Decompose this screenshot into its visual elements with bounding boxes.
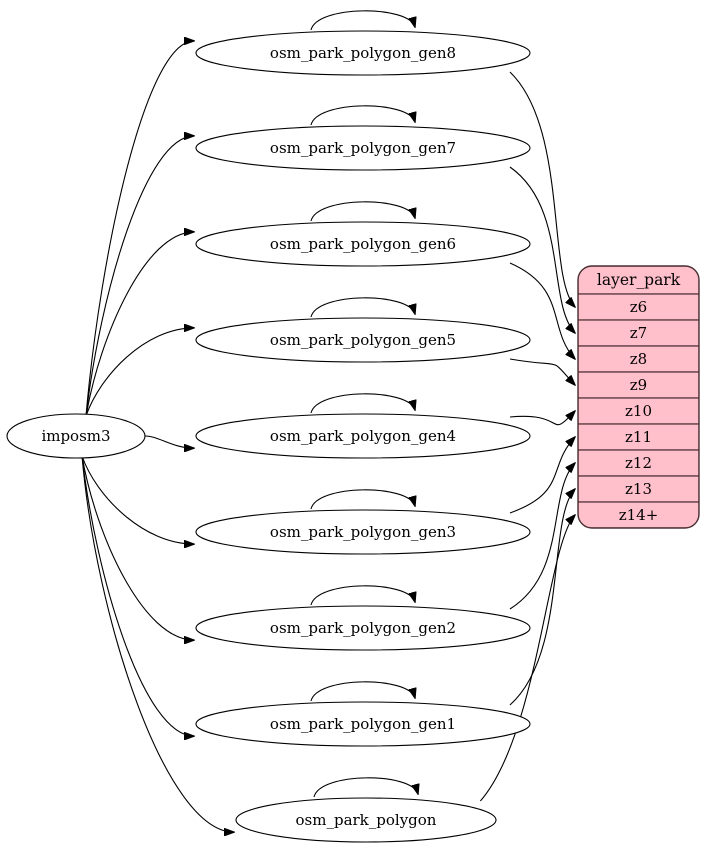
edges-from-imposm3 (81, 41, 234, 832)
node-label-gen2: osm_park_polygon_gen2 (270, 619, 456, 637)
node-gen1[interactable]: osm_park_polygon_gen1 (195, 701, 531, 747)
node-label-gen6: osm_park_polygon_gen6 (270, 235, 456, 253)
edge-imposm3-to-gen1 (81, 455, 194, 736)
node-ellipse-base (235, 797, 497, 843)
node-gen4[interactable]: osm_park_polygon_gen4 (195, 413, 531, 459)
node-imposm3[interactable]: imposm3 (6, 413, 146, 459)
table-row-z13[interactable] (578, 475, 699, 503)
table-header-label: layer_park (597, 271, 681, 289)
self-loop-gen2 (310, 585, 415, 606)
node-gen2[interactable]: osm_park_polygon_gen2 (195, 605, 531, 651)
self-loop-gen1 (310, 681, 415, 702)
node-ellipse-gen2 (195, 605, 531, 651)
edge-gen4-to-z10 (509, 411, 575, 426)
node-ellipse-gen6 (195, 221, 531, 267)
layer-park-table: layer_park z6 z7 z8 z9 z10 z11 z12 z13 z14+ (577, 265, 700, 529)
table-row-z14+[interactable] (578, 501, 699, 528)
edge-imposm3-to-base (81, 455, 234, 832)
edge-gen2-to-z12 (509, 463, 575, 610)
node-label-gen7: osm_park_polygon_gen7 (270, 139, 456, 157)
edge-imposm3-to-gen2 (81, 455, 194, 640)
table-row-label-z14+: z14+ (619, 506, 659, 524)
edge-gen5-to-z9 (509, 358, 575, 385)
node-label-gen4: osm_park_polygon_gen4 (270, 427, 456, 445)
edge-gen3-to-z11 (509, 437, 575, 514)
self-loop-edges (310, 10, 418, 798)
self-loop-gen4 (310, 393, 415, 414)
node-gen3[interactable]: osm_park_polygon_gen3 (195, 509, 531, 555)
self-loop-gen5 (310, 297, 415, 318)
self-loop-gen8 (310, 10, 415, 31)
self-loop-gen7 (310, 105, 415, 126)
table-row-label-z9: z9 (630, 376, 647, 394)
edge-base-to-z14+ (479, 515, 575, 802)
node-group: osm_park_polygon_gen8 osm_park_polygon_ge… (195, 30, 531, 843)
table-row-label-z8: z8 (630, 350, 647, 368)
edge-imposm3-to-gen3 (81, 455, 194, 544)
table-row-label-z7: z7 (630, 324, 647, 342)
self-loop-gen3 (310, 489, 415, 510)
edge-gen8-to-z6 (509, 71, 575, 307)
edge-imposm3-to-gen8 (85, 41, 194, 417)
table-row-z9[interactable] (578, 371, 699, 399)
node-gen7[interactable]: osm_park_polygon_gen7 (195, 125, 531, 171)
node-ellipse-gen3 (195, 509, 531, 555)
node-label-gen5: osm_park_polygon_gen5 (270, 331, 456, 349)
node-label-imposm3: imposm3 (41, 427, 110, 445)
edges-to-layer-park (479, 71, 575, 802)
node-label-base: osm_park_polygon (296, 811, 437, 829)
table-row-label-z10: z10 (625, 402, 652, 420)
node-label-gen3: osm_park_polygon_gen3 (270, 523, 456, 541)
node-gen6[interactable]: osm_park_polygon_gen6 (195, 221, 531, 267)
node-gen5[interactable]: osm_park_polygon_gen5 (195, 317, 531, 363)
table-row-z7[interactable] (578, 319, 699, 347)
edge-gen1-to-z13 (509, 489, 575, 706)
edge-imposm3-to-gen5 (85, 328, 194, 417)
node-ellipse-gen4 (195, 413, 531, 459)
node-label-gen1: osm_park_polygon_gen1 (270, 715, 456, 733)
self-loop-base (313, 777, 418, 798)
node-base[interactable]: osm_park_polygon (235, 797, 497, 843)
table-outline (577, 265, 700, 529)
table-row-z11[interactable] (578, 423, 699, 451)
node-ellipse-gen7 (195, 125, 531, 171)
node-ellipse-gen1 (195, 701, 531, 747)
source-node-group: imposm3 (6, 413, 146, 459)
node-label-gen8: osm_park_polygon_gen8 (270, 44, 456, 62)
edge-imposm3-to-gen6 (85, 232, 194, 417)
table-row-label-z6: z6 (630, 298, 647, 316)
table-row-label-z13: z13 (625, 480, 652, 498)
edge-gen6-to-z8 (509, 262, 575, 359)
self-loop-gen6 (310, 201, 415, 222)
table-row-z10[interactable] (578, 397, 699, 425)
table-row-z12[interactable] (578, 449, 699, 477)
node-gen8[interactable]: osm_park_polygon_gen8 (195, 30, 531, 76)
edge-imposm3-to-gen7 (85, 136, 194, 417)
table-row-label-z11: z11 (625, 428, 652, 446)
node-ellipse-gen8 (195, 30, 531, 76)
node-ellipse-gen5 (195, 317, 531, 363)
table-row-label-z12: z12 (625, 454, 652, 472)
node-ellipse-imposm3 (6, 413, 146, 459)
edge-gen7-to-z7 (509, 166, 575, 333)
edge-imposm3-to-gen4 (144, 435, 194, 448)
